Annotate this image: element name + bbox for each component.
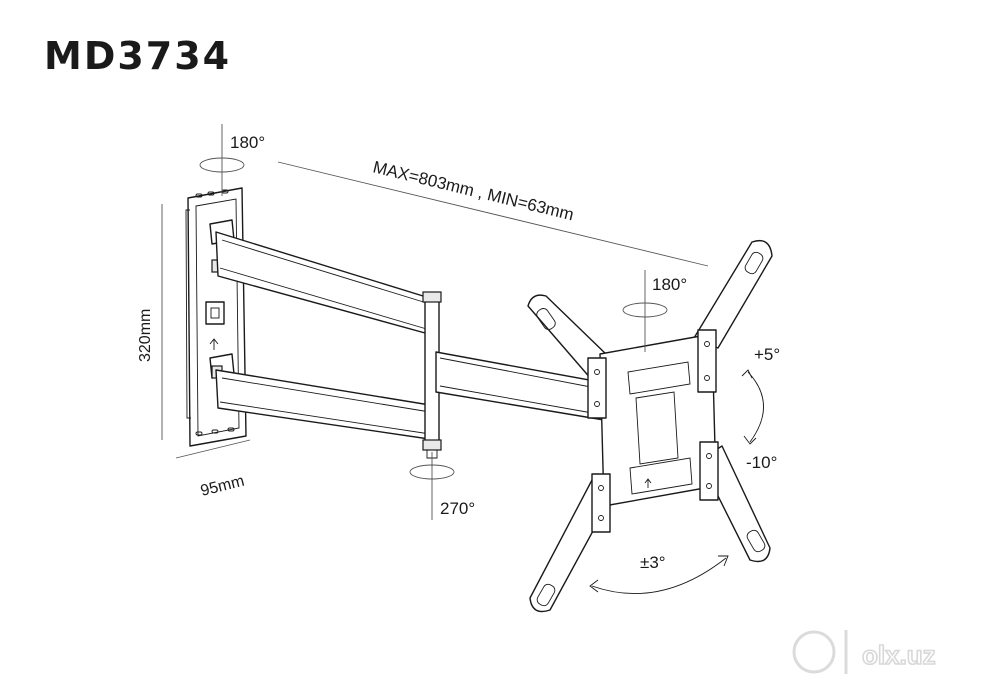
label-swivel-top-wall: 180° xyxy=(230,133,265,152)
lower-arm xyxy=(215,369,437,441)
watermark-text: olx.uz xyxy=(862,640,936,670)
label-swivel-elbow: 270° xyxy=(440,499,475,518)
label-tilt-down: -10° xyxy=(746,453,777,472)
upper-arm xyxy=(215,231,437,337)
rotation-indicators xyxy=(199,124,668,520)
label-swivel-head: 180° xyxy=(652,275,687,294)
label-level-adjust: ±3° xyxy=(640,553,666,572)
olx-watermark: olx.uz xyxy=(792,630,936,674)
label-tilt-up: +5° xyxy=(754,345,780,364)
elbow-joint xyxy=(422,291,442,459)
model-title: MD3734 xyxy=(44,34,232,78)
label-plate-depth: 95mm xyxy=(199,473,246,500)
label-plate-height: 320mm xyxy=(137,309,154,362)
label-arm-length: MAX=803mm , MIN=63mm xyxy=(371,157,576,224)
dimension-lines xyxy=(161,161,709,459)
tilt-arrows xyxy=(589,369,764,595)
vesa-bracket xyxy=(527,239,773,613)
